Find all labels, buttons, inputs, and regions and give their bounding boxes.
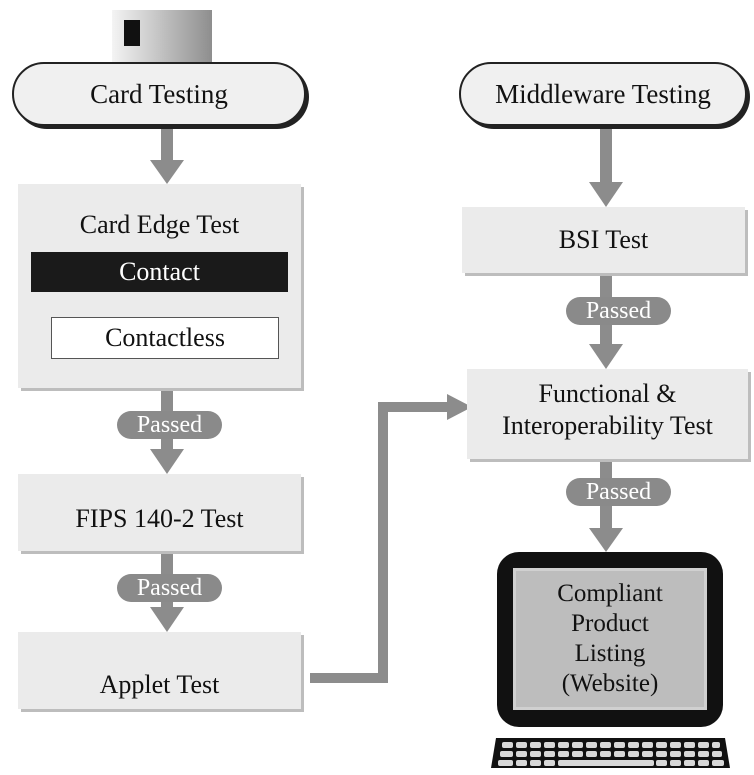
middleware-testing-label: Middleware Testing [495, 78, 711, 109]
listing-line4: (Website) [561, 670, 659, 697]
arrow-applet-to-functional [310, 394, 472, 683]
card-testing-box: Card Testing [12, 62, 306, 126]
card-edge-test-box: Card Edge Test Contact Contactless [18, 184, 301, 388]
passed-badge-fips: Passed [117, 411, 222, 439]
smart-card-icon [112, 10, 212, 66]
passed-badge-bsi: Passed [566, 297, 671, 325]
listing-line2: Product [571, 610, 649, 637]
listing-line3: Listing [574, 640, 646, 667]
listing-line1: Compliant [557, 580, 663, 607]
contact-box: Contact [31, 252, 288, 292]
functional-interoperability-box: Functional & Interoperability Test [467, 369, 748, 459]
middleware-testing-box: Middleware Testing [459, 62, 747, 126]
contactless-box: Contactless [51, 317, 279, 359]
monitor-screen: Compliant Product Listing (Website) [513, 568, 707, 710]
fips-test-label: FIPS 140-2 Test [75, 504, 244, 533]
arrow-middleware-to-bsi [589, 127, 623, 207]
bsi-test-label: BSI Test [558, 225, 649, 254]
arrow-functional-to-listing [589, 460, 623, 552]
card-testing-label: Card Testing [90, 78, 228, 109]
fips-test-box: FIPS 140-2 Test [18, 474, 301, 551]
arrow-card-to-edge [150, 127, 184, 184]
passed-badge-applet: Passed [117, 574, 222, 602]
applet-test-box: Applet Test [18, 632, 301, 709]
bsi-test-box: BSI Test [462, 207, 745, 273]
computer-monitor-icon: Compliant Product Listing (Website) [497, 552, 723, 727]
functional-label-line1: Functional & [538, 379, 677, 408]
passed-badge-functional: Passed [566, 478, 671, 506]
card-edge-test-title: Card Edge Test [79, 210, 240, 239]
functional-label-line2: Interoperability Test [502, 411, 713, 440]
keyboard-icon [490, 736, 731, 770]
applet-test-label: Applet Test [99, 670, 220, 699]
